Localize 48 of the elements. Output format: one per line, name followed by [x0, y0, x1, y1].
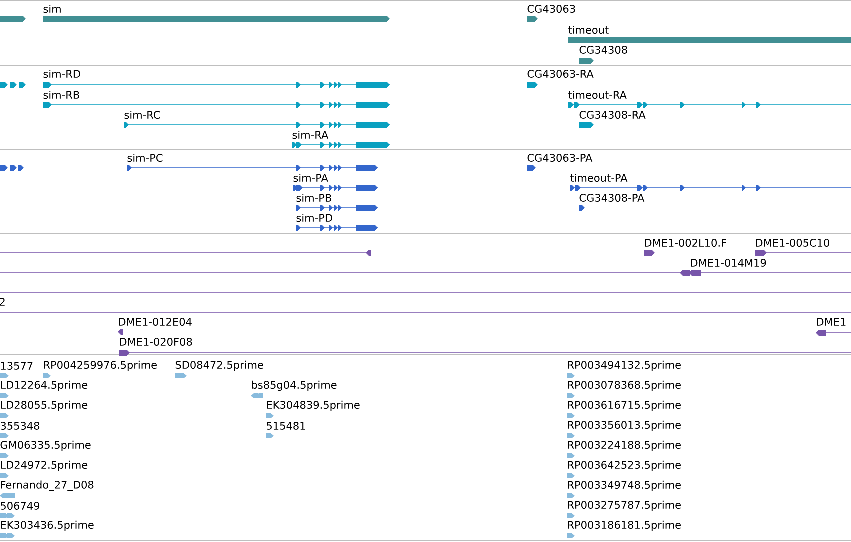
feature-label: sim-RA: [292, 130, 329, 140]
feature-label: RP004259976.5prime: [44, 360, 157, 372]
feature-label: RP003078368.5prime: [568, 380, 681, 392]
feature-label: SD08472.5prime: [176, 360, 264, 372]
feature-label: timeout: [568, 26, 609, 34]
feature-label: bs85g04.5prime: [252, 380, 337, 392]
feature-label: 506749: [1, 502, 40, 510]
feature-label: EK304839.5prime: [267, 400, 360, 412]
feature-label: RP003349748.5prime: [568, 480, 681, 492]
feature-label: timeout-PA: [570, 174, 628, 182]
feature-label: CG34308: [580, 46, 628, 54]
feature-label: CG34308-RA: [580, 111, 646, 119]
feature-label: CG43063-PA: [528, 154, 593, 162]
feature-label: sim-PA: [294, 174, 328, 182]
feature-label: LD28055.5prime: [1, 400, 88, 412]
feature-label: timeout-RA: [568, 90, 627, 100]
feature-label: DME1-012E04: [119, 318, 192, 326]
feature-label: RP003356013.5prime: [568, 420, 681, 432]
feature-label: DME1-005C10: [756, 239, 830, 247]
feature-label: sim: [44, 4, 61, 14]
feature-label: LD24972.5prime: [1, 460, 88, 472]
feature-label: 355348: [1, 422, 40, 430]
feature-label: EK303436.5prime: [1, 520, 94, 532]
feature-label: CG43063-RA: [528, 70, 594, 78]
feature-label: CG43063: [528, 5, 576, 13]
feature-label: RP003642523.5prime: [568, 460, 681, 472]
feature-label: 2: [0, 298, 5, 306]
feature-label: sim-PD: [296, 214, 332, 222]
feature-label: sim-RC: [124, 110, 160, 120]
feature-label: sim-RD: [44, 70, 80, 78]
feature-label: DME1: [817, 318, 846, 326]
feature-label: RP003275787.5prime: [568, 500, 681, 512]
feature-label: sim-PC: [128, 154, 163, 162]
feature-label: 515481: [267, 422, 306, 430]
feature-label: sim-PB: [296, 194, 332, 202]
feature-label: DME1-020F08: [120, 338, 192, 346]
feature-label: RP003616715.5prime: [568, 400, 681, 412]
feature-label: sim-RB: [44, 90, 80, 100]
feature-label: RP003224188.5prime: [568, 440, 681, 452]
feature-label: RP003186181.5prime: [568, 520, 681, 532]
feature-label: Fernando_27_D08: [1, 480, 94, 492]
feature-label: DME1-002L10.F: [645, 239, 726, 247]
feature-label: GM06335.5prime: [0, 440, 91, 452]
feature-label: DME1-014M19: [691, 259, 766, 267]
feature-label: RP003494132.5prime: [568, 360, 681, 372]
feature-label: LD12264.5prime: [1, 380, 88, 392]
feature-label: CG34308-PA: [580, 194, 645, 202]
feature-label: 13577: [1, 362, 33, 370]
